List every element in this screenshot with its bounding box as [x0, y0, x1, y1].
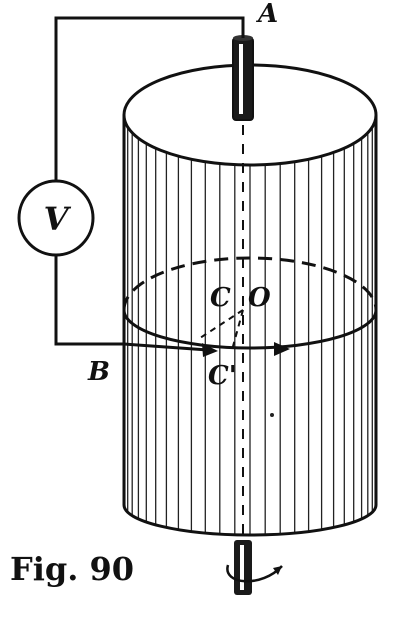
figure-caption: Fig. 90: [10, 550, 134, 588]
radius-oc-prime: [231, 309, 244, 351]
bottom-rod-highlight: [240, 545, 244, 590]
wire-top: [54, 16, 245, 182]
cross-section-front: [122, 309, 378, 350]
contact-arrow-shaft: [123, 342, 209, 352]
label-c-prime: C': [208, 361, 237, 391]
radius-oc: [199, 309, 244, 339]
label-c: C: [210, 283, 231, 313]
circuit-wires: [54, 16, 245, 346]
contact-arrowhead-icon: [202, 343, 218, 357]
arc-direction-arrowhead-icon: [274, 342, 290, 356]
cross-section-back: [122, 256, 378, 311]
rotation-arrowhead-icon: [273, 566, 282, 575]
top-rod-highlight: [239, 44, 243, 114]
wire-bottom: [54, 254, 124, 346]
label-o: O: [248, 283, 271, 313]
voltmeter-label: V: [44, 200, 72, 238]
label-a: A: [255, 0, 278, 29]
cylinder-hatching: [124, 121, 376, 535]
voltmeter: [17, 179, 95, 257]
speck: [270, 413, 274, 417]
rotation-arrow: [226, 564, 283, 583]
label-b: B: [87, 357, 110, 387]
cylinder-bottom-edge: [122, 504, 378, 537]
